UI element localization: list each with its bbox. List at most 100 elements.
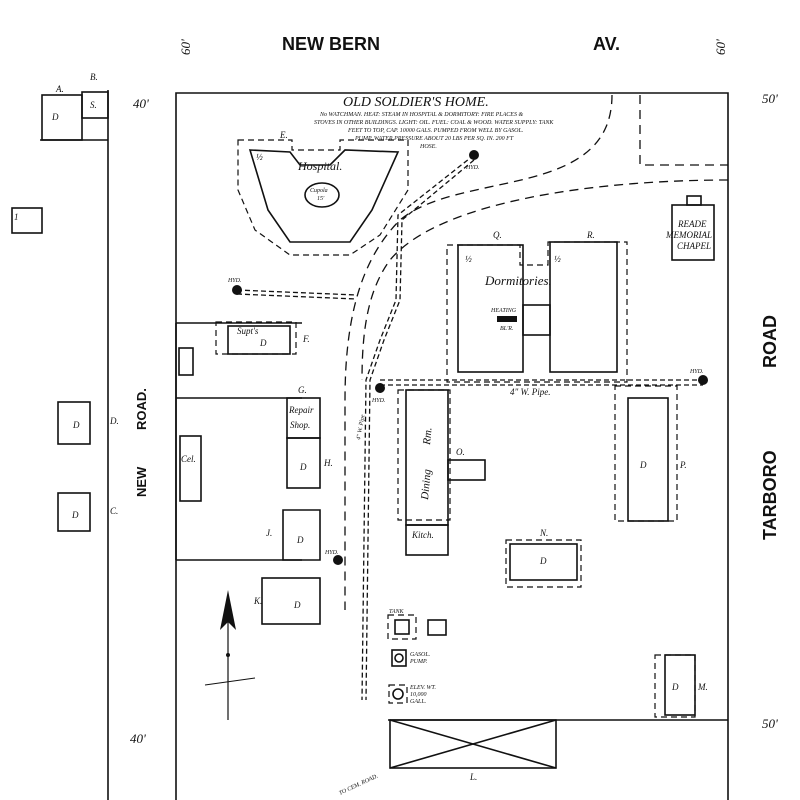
letter-d-mark: D. <box>109 416 119 426</box>
letter-q: Q. <box>493 230 502 240</box>
building-p <box>627 397 669 522</box>
building-h-d: D <box>299 462 307 472</box>
hospital-porch <box>237 139 409 256</box>
letter-n: N. <box>539 528 548 538</box>
street-new-road: NEW <box>134 466 149 497</box>
letter-h: H. <box>323 458 333 468</box>
letter-s: S. <box>90 100 97 110</box>
cemetery-road-label: TO CEM. ROAD. <box>338 774 379 797</box>
gasol-pump-circle <box>394 653 404 663</box>
note-line-2: STOVES IN OTHER BUILDINGS. LIGHT: OIL. F… <box>314 120 554 126</box>
building-b <box>81 91 109 119</box>
building-n <box>509 543 578 581</box>
dormitory-r-half: ½ <box>554 254 561 264</box>
pipe-label-vertical: 4" W. Pipe <box>355 414 366 441</box>
street-new-road-suffix: ROAD. <box>134 388 149 430</box>
building-d-left-1-label: D <box>72 420 80 430</box>
hospital-label: Hospital. <box>297 159 342 173</box>
chapel-label-1: READE <box>677 219 707 229</box>
note-line-4: PUMP. WATER PRESSURE ABOUT 20 LBS PER SQ… <box>354 136 514 142</box>
building-d-left-1 <box>57 401 91 445</box>
hospital-building <box>248 149 400 243</box>
letter-p: P. <box>679 460 687 470</box>
dimension-60-left: 60' <box>178 39 193 55</box>
hospital-half: ½ <box>256 152 263 162</box>
building-o <box>447 459 486 481</box>
hydrant-north-label: HYD. <box>465 165 480 171</box>
gasol-label: GASOL. <box>410 652 430 658</box>
hydrant-west-label: HYD. <box>227 278 242 284</box>
north-arrow-crossbar <box>204 677 256 686</box>
cupola-height: 15' <box>317 196 325 202</box>
letter-r: R. <box>586 230 595 240</box>
building-j-d: D <box>296 535 304 545</box>
letter-c-mark: C. <box>110 506 118 516</box>
chapel-label-2: MEMORIAL <box>665 230 712 240</box>
kitchen-label: Kitch. <box>411 530 434 540</box>
street-tarboro: TARBORO <box>760 450 780 540</box>
street-new-bern-av: AV. <box>593 34 620 54</box>
small-building-left-1: 1 <box>14 212 19 222</box>
building-a-d: D <box>51 112 59 122</box>
hydrant-west <box>232 285 242 295</box>
small-building-left <box>11 207 43 234</box>
dimension-60-right: 60' <box>713 39 728 55</box>
supts-house <box>227 325 291 355</box>
dimension-50-top: 50' <box>762 91 778 106</box>
dimension-50-bottom: 50' <box>762 716 778 731</box>
small-shed-east <box>427 619 447 636</box>
driveway-inner <box>361 179 729 381</box>
water-pipe-main <box>361 154 475 701</box>
chapel-label-3: CHAPEL <box>677 241 711 251</box>
supts-d: D <box>259 338 267 348</box>
building-l <box>389 719 557 769</box>
building-n-porch <box>505 539 582 588</box>
pump-label: PUMP. <box>409 659 427 665</box>
building-p-porch <box>614 385 678 522</box>
water-pipe-west <box>236 289 357 296</box>
tank-label: TANK <box>389 609 405 615</box>
dormitory-connector <box>522 304 551 336</box>
hospital-cupola <box>304 182 340 208</box>
small-shed <box>178 347 194 376</box>
building-m <box>664 654 696 716</box>
hydrant-north <box>469 150 479 160</box>
letter-l: L. <box>469 772 477 782</box>
letter-f: F. <box>302 334 310 344</box>
building-h <box>286 437 321 489</box>
street-new-bern: NEW BERN <box>282 34 380 54</box>
hydrant-east-label: HYD. <box>689 369 704 375</box>
cellar-label: Cel. <box>181 454 196 464</box>
map-title: OLD SOLDIER'S HOME. <box>343 95 489 110</box>
letter-b: B. <box>90 72 98 82</box>
pipe-label: 4" W. Pipe. <box>510 387 550 397</box>
tank <box>394 619 410 635</box>
dining-rm-label: Rm. <box>421 427 435 446</box>
building-a <box>41 94 83 141</box>
building-k-d: D <box>293 600 301 610</box>
elevated-tank-circle <box>392 688 404 700</box>
heating-label: HEATING <box>490 308 517 314</box>
dormitories-label: Dormitories. <box>484 273 552 288</box>
repair-shop <box>286 397 321 439</box>
supts-label: Supt's <box>237 326 259 336</box>
chapel-tower <box>686 195 702 206</box>
building-n-d: D <box>539 556 547 566</box>
dining-label: Dining <box>419 468 434 501</box>
letter-g: G. <box>298 385 307 395</box>
letter-o: O. <box>456 447 465 457</box>
note-line-5: HOSE. <box>419 144 437 150</box>
repair-label: Repair <box>288 405 314 415</box>
dormitory-q-half: ½ <box>465 254 472 264</box>
driveway-outer <box>344 94 613 610</box>
hydrant-center <box>375 383 385 393</box>
water-pipe-main-2 <box>365 159 475 701</box>
driveway-corner <box>639 95 728 166</box>
building-k <box>261 577 321 625</box>
elev-label: ELEV. WT. <box>409 685 436 691</box>
elevated-tank <box>388 684 408 704</box>
letter-e: E. <box>279 130 288 140</box>
building-l-cross-2 <box>389 719 557 769</box>
